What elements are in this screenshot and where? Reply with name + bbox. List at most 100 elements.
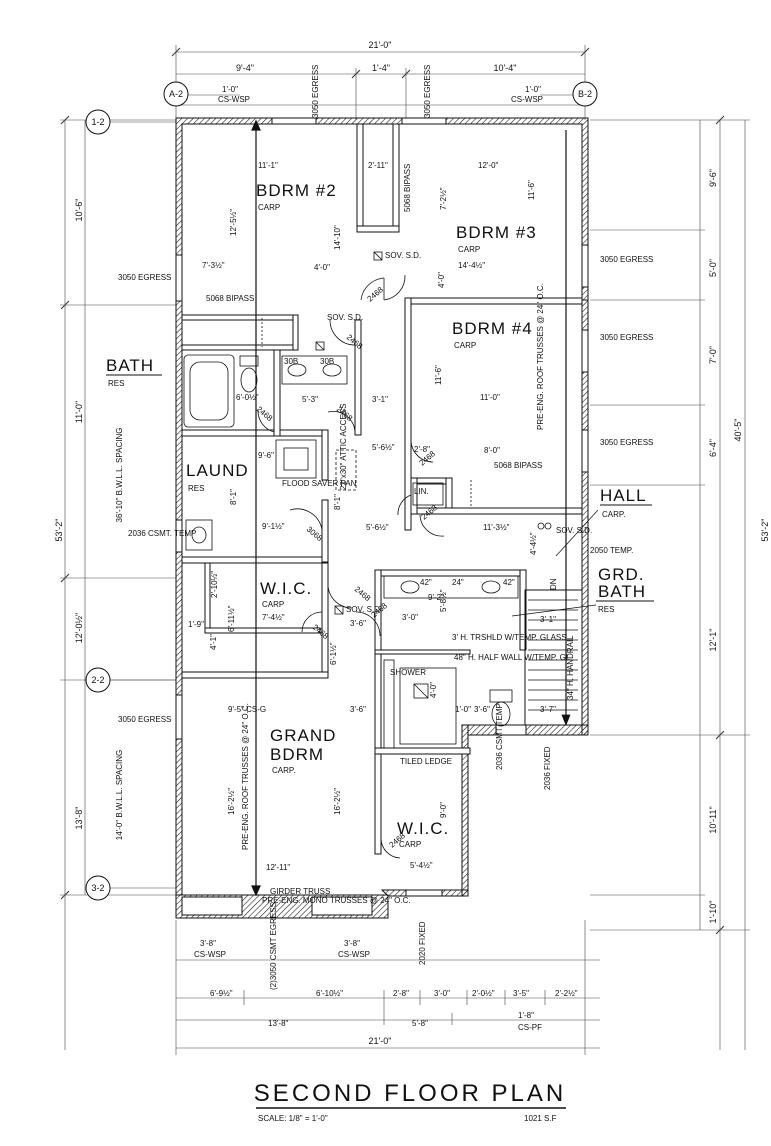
dim-left-12-0: 12'-0½" (74, 613, 84, 643)
dim-3-1b: 3'-1" (540, 615, 556, 624)
note-attic: 22"x30" ATTIC ACCESS (339, 404, 348, 490)
room-hall-name: HALL (600, 486, 647, 505)
dim-1-9: 1'-9" (188, 620, 204, 629)
note-bipass-3: 5068 BIPASS (494, 461, 542, 470)
dim-9-2: 9'-2" (428, 593, 444, 602)
left-dimensions: 10'-6" 11'-0" 12'-0½" 13'-8" 53'-2" 36'-… (54, 199, 196, 841)
note-tiled-ledge: TILED LEDGE (400, 757, 452, 766)
note-mono-truss: PRE-ENG. MONO TRUSSES @ 24" O.C. (262, 896, 411, 905)
dim-9-5: 9'-5" CS-G (228, 705, 266, 714)
note-handrail: 34" H. HANDRAIL (566, 635, 575, 700)
room-wic1-floor: CARP (262, 600, 284, 609)
dim-3-6-b: 3'-6" (350, 619, 366, 628)
dim-top-cswsp-r: CS-WSP (511, 95, 543, 104)
note-door-3: 2468 (255, 405, 275, 424)
dim-5-4: 5'-4½" (410, 861, 433, 870)
dim-bot-3-8-r: 3'-8" (344, 939, 360, 948)
dim-right-9-6: 9'-6" (708, 169, 718, 187)
note-girder: GIRDER TRUSS (270, 887, 330, 896)
dim-bot-csmt: (2)3050 CSMT EGRESS (269, 902, 278, 990)
room-labels: BDRM #2 CARP BDRM #3 CARP BDRM #4 CARP B… (106, 181, 654, 849)
dim-9-1: 9'-1½" (262, 522, 285, 531)
stairs (528, 130, 578, 726)
dim-top-egress-r: 3050 EGRESS (423, 65, 432, 118)
note-linen: LIN. (414, 487, 429, 496)
room-grand-name-2: BDRM (270, 745, 324, 764)
note-smoke-3: SOV. S.D. (556, 526, 592, 535)
dim-2-8: 2'-8" (414, 445, 430, 454)
dim-bot-cs-pf: CS-PF (518, 1023, 542, 1032)
dim-bot-2-2: 2'-2½" (555, 989, 578, 998)
dim-left-13-8: 13'-8" (74, 807, 84, 830)
note-2036-csmt: 2036 CSMT TEMP (495, 703, 504, 770)
dim-5-6-b: 5'-6½" (366, 523, 389, 532)
note-stair-dn: DN (549, 578, 558, 590)
dim-right-egress-2: 3050 EGRESS (600, 333, 653, 342)
interior-notes: 11'-1" 2'-11" 12'-0" 12'-5½" 14'-10" 7'-… (188, 161, 633, 905)
dim-12-5: 12'-5½" (229, 209, 238, 236)
dim-bot-2-0: 2'-0½" (472, 989, 495, 998)
dim-top-one-zero-r: 1'-0" (525, 85, 541, 94)
note-30b-2: 30B (320, 357, 334, 366)
title-block: SECOND FLOOR PLAN SCALE: 1/8" = 1'-0" 10… (254, 1080, 566, 1123)
note-door-9: 2468 (353, 585, 373, 604)
dim-12-11: 12'-11" (266, 863, 290, 872)
note-30b-1: 30B (284, 357, 298, 366)
note-smoke-2: SOV. S.D. (327, 313, 363, 322)
dim-bot-1-8: 1'-8" (518, 1011, 534, 1020)
room-bath-floor: RES (108, 379, 124, 388)
dim-bot-6-9: 6'-9½" (210, 989, 233, 998)
dim-bot-5-8: 5'-8" (412, 1019, 428, 1028)
dim-11-3: 11'-3½" (483, 523, 510, 532)
door-swings (257, 274, 445, 859)
note-bipass-2: 5068 BIPASS (403, 164, 412, 212)
grid-tag-1-2: 1-2 (91, 117, 104, 127)
dim-right-5-0: 5'-0" (708, 259, 718, 277)
dim-14-4: 14'-4½" (458, 261, 485, 270)
dim-4-4: 4'-4½" (529, 532, 538, 555)
room-hall-floor: CARP. (602, 510, 625, 519)
room-bdrm4-name: BDRM #4 (452, 319, 533, 338)
dim-4-0-shower: 4'-0" (429, 682, 438, 698)
plan-area: 1021 S.F (524, 1114, 557, 1123)
dim-3-1: 3'-1" (372, 395, 388, 404)
dim-top-cswsp-l: CS-WSP (218, 95, 250, 104)
dim-16-2-b: 16'-2½" (333, 788, 342, 815)
dim-6-1: 6'-1½" (329, 642, 338, 665)
room-bath-name: BATH (106, 356, 154, 375)
dim-1-0: 1'-0" (455, 705, 471, 714)
dim-3-7: 3'-7" (540, 705, 556, 714)
dim-5-3: 5'-3" (302, 395, 318, 404)
dim-11-6: 11'-6" (527, 180, 536, 200)
dim-bot-13-8: 13'-8" (268, 1019, 289, 1028)
dim-6-0: 6'-0½" (236, 393, 259, 402)
room-bdrm2-floor: CARP (258, 203, 280, 212)
dim-left-egress-2: 3050 EGRESS (118, 715, 171, 724)
room-grdbath-name-2: BATH (598, 582, 646, 601)
bottom-dimensions: 3'-8" CS-WSP 3'-8" CS-WSP (2)3050 CSMT E… (194, 902, 578, 1046)
dim-top-c: 10'-4" (494, 63, 517, 73)
room-bdrm2-name: BDRM #2 (256, 181, 337, 200)
dim-8-0: 8'-0" (484, 446, 500, 455)
dim-bot-cswsp-l: CS-WSP (194, 950, 226, 959)
interior-walls (181, 123, 583, 855)
dim-8-1: 8'-1" (229, 489, 238, 505)
room-wic2-floor: CARP (399, 840, 421, 849)
note-2036-fixed: 2036 FIXED (543, 746, 552, 790)
room-bdrm3-floor: CARP (458, 245, 480, 254)
dim-bot-6-10: 6'-10½" (316, 989, 343, 998)
dim-6-11: 6'-11½" (227, 605, 236, 632)
right-dimensions: 9'-6" 5'-0" 7'-0" 6'-4" 12'-1" 10'-11" 1… (600, 169, 770, 923)
dim-2-11: 2'-11" (368, 161, 388, 170)
note-shower: SHOWER (390, 668, 426, 677)
room-grand-name-1: GRAND (270, 726, 336, 745)
note-door-5: 2468 (420, 503, 440, 522)
dim-11-6b: 11'-6" (434, 365, 443, 385)
dim-bot-2-8: 2'-8" (393, 989, 409, 998)
dim-right-12-1: 12'-1" (708, 629, 718, 652)
room-grdbath-name-1: GRD. (598, 565, 645, 584)
grid-tag-b2: B-2 (578, 89, 592, 99)
dim-4-0b: 4'-0" (437, 272, 446, 288)
dim-top-a: 9'-4" (236, 63, 254, 73)
